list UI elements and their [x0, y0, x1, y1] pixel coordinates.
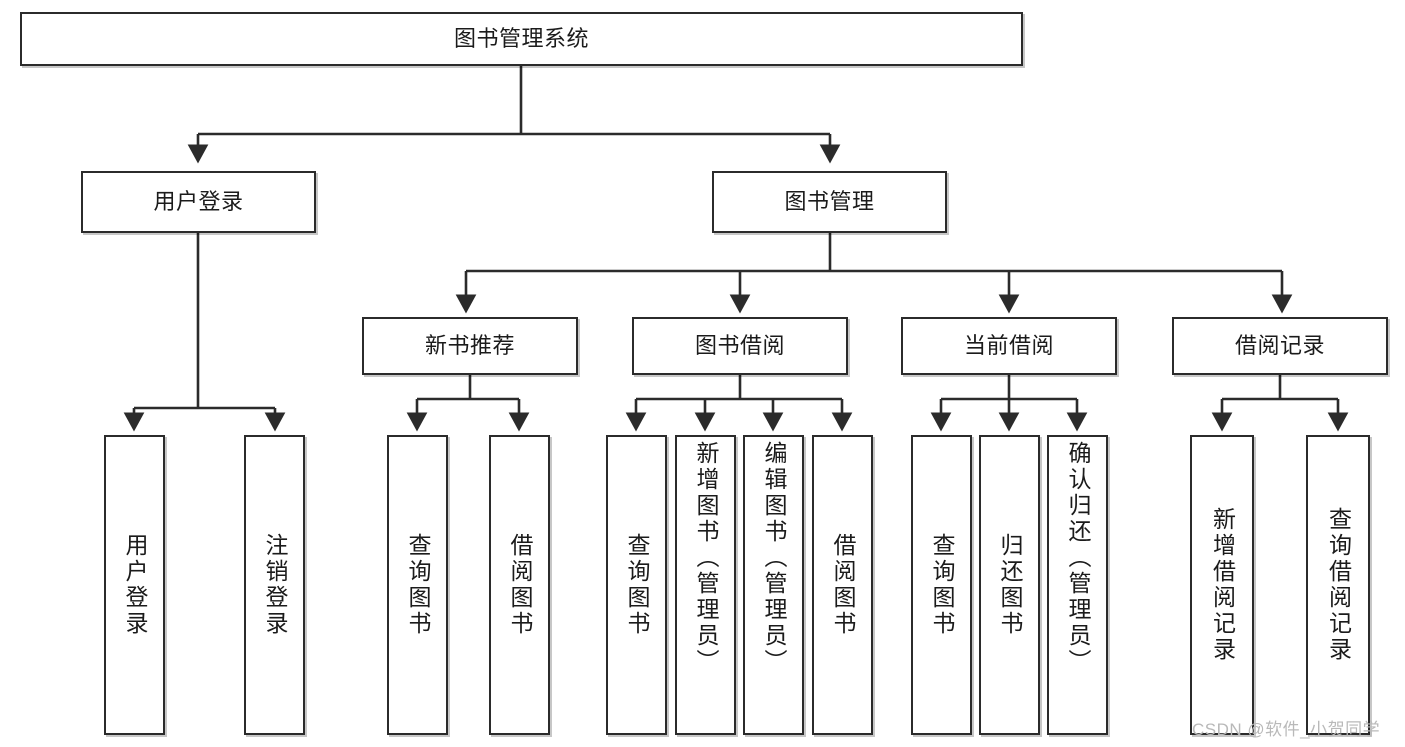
- node-label: 查询借阅记录: [1325, 507, 1352, 663]
- node-label: 图书借阅: [694, 333, 785, 359]
- node-label: 新增图书（管理员）: [693, 441, 719, 675]
- node-leaf-edit-book[interactable]: 编辑图书（管理员）: [743, 435, 804, 735]
- node-label: 借阅图书: [507, 533, 533, 637]
- node-leaf-add-record[interactable]: 新增借阅记录: [1190, 435, 1254, 735]
- node-leaf-return-book[interactable]: 归还图书: [979, 435, 1040, 735]
- csdn-watermark: CSDN @软件_小贺同学: [1192, 720, 1381, 739]
- node-leaf-query-record[interactable]: 查询借阅记录: [1306, 435, 1370, 735]
- node-library-management-system[interactable]: 图书管理系统: [20, 12, 1023, 66]
- node-label: 借阅记录: [1234, 333, 1325, 359]
- node-leaf-user-login[interactable]: 用户登录: [104, 435, 165, 735]
- node-book-management[interactable]: 图书管理: [712, 171, 947, 233]
- node-label: 注销登录: [262, 533, 288, 637]
- node-leaf-borrow-book-2[interactable]: 借阅图书: [812, 435, 873, 735]
- node-label: 图书管理: [784, 189, 875, 215]
- node-new-book-recommend[interactable]: 新书推荐: [362, 317, 578, 375]
- node-user-login[interactable]: 用户登录: [81, 171, 316, 233]
- node-label: 当前借阅: [963, 333, 1054, 359]
- node-label: 新增借阅记录: [1209, 507, 1236, 663]
- node-label: 图书管理系统: [453, 26, 589, 52]
- node-label: 编辑图书（管理员）: [761, 441, 787, 675]
- node-label: 借阅图书: [830, 533, 856, 637]
- node-leaf-add-book[interactable]: 新增图书（管理员）: [675, 435, 736, 735]
- node-leaf-query-book-1[interactable]: 查询图书: [387, 435, 448, 735]
- node-label: 用户登录: [153, 189, 244, 215]
- node-label: 用户登录: [122, 533, 148, 637]
- node-label: 新书推荐: [424, 333, 515, 359]
- node-leaf-user-logout[interactable]: 注销登录: [244, 435, 305, 735]
- node-current-borrow[interactable]: 当前借阅: [901, 317, 1117, 375]
- node-label: 确认归还（管理员）: [1065, 441, 1091, 675]
- node-label: 查询图书: [929, 533, 955, 637]
- node-borrow-record[interactable]: 借阅记录: [1172, 317, 1388, 375]
- node-book-borrow[interactable]: 图书借阅: [632, 317, 848, 375]
- node-leaf-query-book-2[interactable]: 查询图书: [606, 435, 667, 735]
- node-label: 查询图书: [624, 533, 650, 637]
- node-leaf-confirm-return[interactable]: 确认归还（管理员）: [1047, 435, 1108, 735]
- node-label: 归还图书: [997, 533, 1023, 637]
- node-leaf-borrow-book-1[interactable]: 借阅图书: [489, 435, 550, 735]
- node-leaf-query-book-3[interactable]: 查询图书: [911, 435, 972, 735]
- node-label: 查询图书: [405, 533, 431, 637]
